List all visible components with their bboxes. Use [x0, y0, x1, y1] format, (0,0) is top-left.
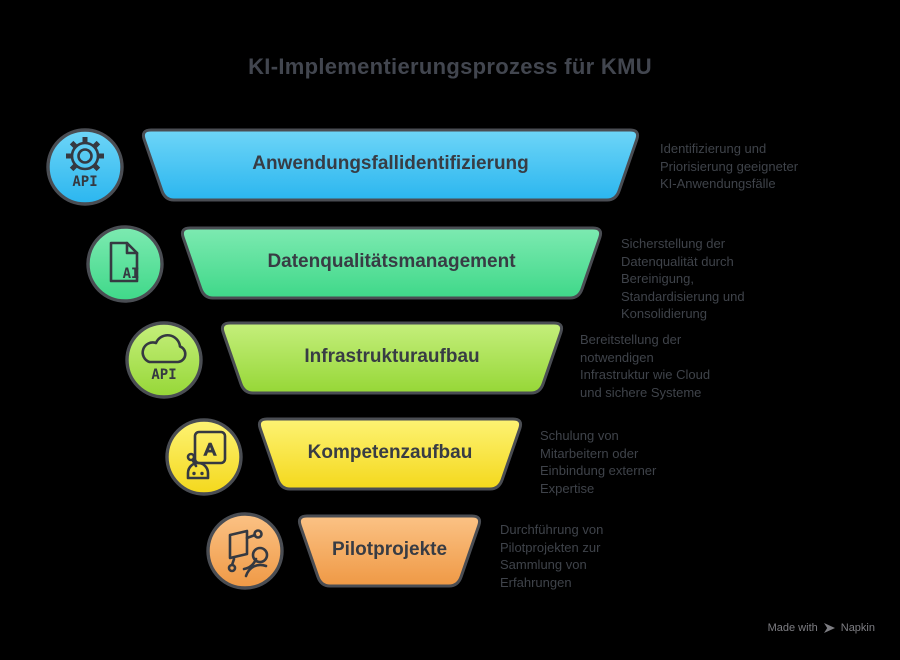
funnel-bar-1 [141, 128, 640, 202]
page-title: KI-Implementierungsprozess für KMU [248, 54, 652, 79]
gear-teeth [66, 137, 104, 172]
icon-label-api: API [151, 367, 176, 383]
made-with-napkin-badge[interactable]: Made with Napkin [768, 622, 875, 634]
funnel-bar-5 [297, 514, 482, 588]
pilot-presentation-icon [206, 512, 284, 590]
funnel-bar-4 [257, 417, 523, 491]
stage-label-5: Pilotprojekte [331, 539, 448, 560]
board-letter-a: A [204, 440, 216, 459]
icon-label-api: API [72, 174, 97, 190]
funnel-bar-2 [180, 226, 603, 300]
gear-api-icon: API [46, 128, 124, 206]
stage-label-1: Anwendungsfallidentifizierung [252, 153, 529, 174]
stage-description-1: Identifizierung und Priorisierung geeign… [660, 141, 799, 191]
made-with-text: Made with [767, 622, 818, 634]
stage-description-3: Bereitstellung der notwendigen Infrastru… [580, 332, 711, 400]
document-ai-icon: AI [86, 225, 164, 303]
stage-label-3: Infrastrukturaufbau [304, 346, 480, 367]
stage-label-4: Kompetenzaufbau [307, 442, 473, 463]
brand-text: Napkin [840, 622, 875, 634]
napkin-logo-icon [823, 623, 835, 633]
stage-description-5: Durchführung von Pilotprojekten zur Samm… [500, 522, 604, 590]
cloud-api-icon: API [125, 321, 203, 399]
stage-label-2: Datenqualitätsmanagement [267, 251, 516, 272]
stage-description-4: Schulung von Mitarbeitern oder Einbindun… [540, 428, 657, 496]
icon-label-ai: AI [123, 266, 140, 282]
robot-training-icon: A [165, 418, 243, 496]
stage-description-2: Sicherstellung der Datenqualität durch B… [621, 236, 745, 321]
funnel-bar-3 [220, 321, 564, 395]
